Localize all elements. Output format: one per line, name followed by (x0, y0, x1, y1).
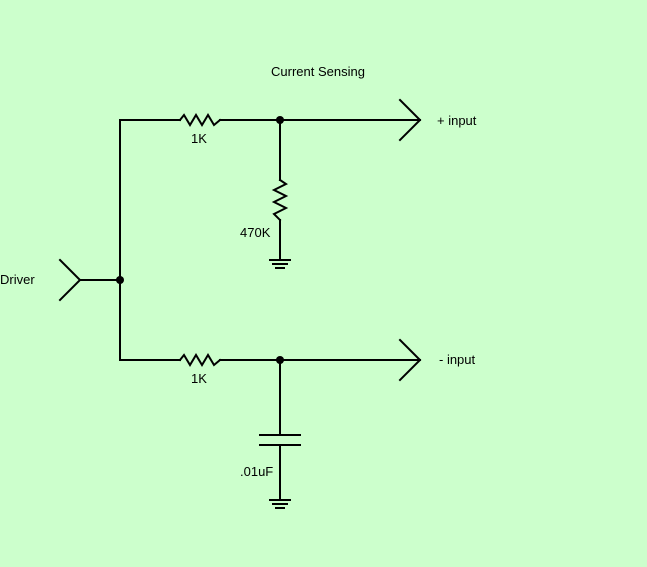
driver-junction-dot (116, 276, 124, 284)
ground-symbol-top (269, 259, 291, 269)
resistor-1k-top (178, 113, 222, 127)
top-branch-wire (119, 98, 422, 142)
resistor-bottom-label: 1K (191, 371, 207, 386)
diagram-title: Current Sensing (271, 64, 365, 79)
capacitor-label: .01uF (240, 464, 274, 479)
plus-input-arrow (398, 98, 422, 142)
driver-terminal (58, 258, 121, 302)
plus-input-label: + input (437, 113, 477, 128)
resistor-1k-bottom (178, 353, 222, 367)
minus-input-label: - input (439, 352, 476, 367)
ground-symbol-bottom (269, 499, 291, 509)
shunt-branch (271, 119, 289, 261)
resistor-shunt-label: 470K (240, 225, 271, 240)
capacitor-branch (259, 359, 301, 501)
resistor-470k (271, 178, 289, 222)
resistor-top-label: 1K (191, 131, 207, 146)
driver-label: Driver (0, 272, 35, 287)
bottom-branch-wire (119, 338, 422, 382)
minus-input-arrow (398, 338, 422, 382)
